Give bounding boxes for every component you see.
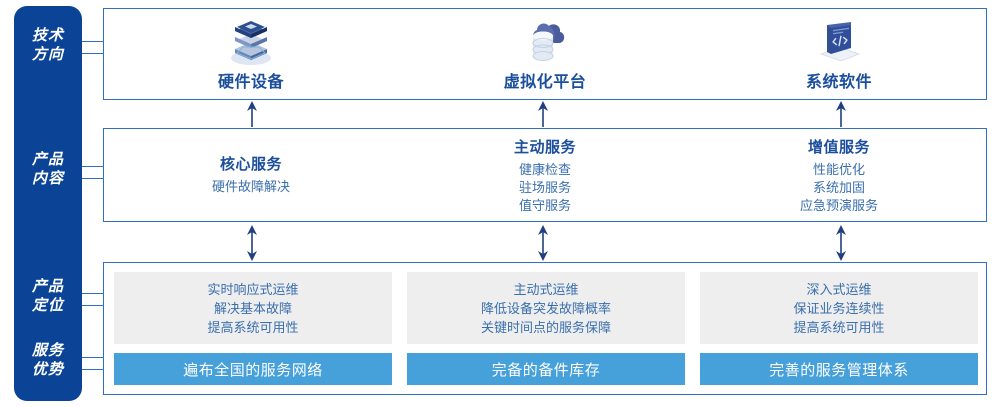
content-column-proactive-service[interactable]: 主动服务 健康检查 驻场服务 值守服务 <box>398 129 692 221</box>
arrow-up-down-icon <box>244 224 260 262</box>
content-item: 硬件故障解决 <box>211 179 290 194</box>
content-item: 性能优化 <box>812 162 865 177</box>
rail-label-product-position: 产品 定位 <box>14 277 82 315</box>
tech-direction-group: 硬件设备 虚拟化平台 <box>103 8 987 100</box>
tech-column-title: 系统软件 <box>805 74 872 91</box>
product-content-group: 核心服务 硬件故障解决 主动服务 健康检查 驻场服务 值守服务 增值服务 性能优… <box>103 128 987 222</box>
advantage-bar[interactable]: 完备的备件库存 <box>407 353 685 385</box>
server-stack-icon <box>221 16 281 66</box>
rail-label-tech-direction: 技术 方向 <box>14 26 82 64</box>
product-position-advantage-group: 实时响应式运维 解决基本故障 提高系统可用性 遍布全国的服务网络 主动式运维 降… <box>103 262 987 395</box>
tech-column-title: 虚拟化平台 <box>503 74 587 91</box>
advantage-bar[interactable]: 遍布全国的服务网络 <box>114 353 392 385</box>
tech-column-system-software[interactable]: 系统软件 <box>692 9 986 99</box>
rail-label-line2: 内容 <box>31 170 64 187</box>
advantage-bar[interactable]: 完善的服务管理体系 <box>700 353 978 385</box>
content-item: 值守服务 <box>518 198 571 213</box>
connector-line-service-advantage <box>82 357 104 370</box>
arrow-up-icon <box>833 100 849 128</box>
content-item: 系统加固 <box>812 180 865 195</box>
position-item: 降低设备突发故障概率 <box>480 300 611 316</box>
rail-label-line1: 产品 <box>31 278 64 295</box>
content-item: 应急预演服务 <box>799 198 878 213</box>
laptop-code-icon <box>809 16 869 66</box>
position-item: 关键时间点的服务保障 <box>480 319 611 335</box>
bottom-column-2: 主动式运维 降低设备突发故障概率 关键时间点的服务保障 完备的备件库存 <box>407 272 685 387</box>
connector-line-product-content <box>82 166 104 179</box>
content-item: 健康检查 <box>518 162 571 177</box>
rail-label-line1: 服务 <box>31 342 64 359</box>
rail-label-line1: 技术 <box>31 27 64 44</box>
rail-label-line2: 定位 <box>31 297 64 314</box>
position-item: 主动式运维 <box>513 281 579 297</box>
position-item: 深入式运维 <box>806 281 872 297</box>
content-column-core-service[interactable]: 核心服务 硬件故障解决 <box>104 129 398 221</box>
arrow-up-down-icon <box>833 224 849 262</box>
rail-label-line2: 优势 <box>31 361 64 378</box>
tech-column-title: 硬件设备 <box>217 74 284 91</box>
rail-label-line1: 产品 <box>31 151 64 168</box>
position-item: 提高系统可用性 <box>793 319 885 335</box>
bottom-column-1: 实时响应式运维 解决基本故障 提高系统可用性 遍布全国的服务网络 <box>114 272 392 387</box>
content-item: 驻场服务 <box>518 180 571 195</box>
arrow-up-down-icon <box>535 224 551 262</box>
arrow-up-icon <box>535 100 551 128</box>
position-box[interactable]: 实时响应式运维 解决基本故障 提高系统可用性 <box>114 272 392 344</box>
position-item: 提高系统可用性 <box>207 319 299 335</box>
bottom-column-3: 深入式运维 保证业务连续性 提高系统可用性 完善的服务管理体系 <box>700 272 978 387</box>
position-box[interactable]: 主动式运维 降低设备突发故障概率 关键时间点的服务保障 <box>407 272 685 344</box>
arrow-up-icon <box>244 100 260 128</box>
position-box[interactable]: 深入式运维 保证业务连续性 提高系统可用性 <box>700 272 978 344</box>
content-column-title: 增值服务 <box>807 139 870 156</box>
content-column-title: 主动服务 <box>513 139 576 156</box>
tech-column-hardware[interactable]: 硬件设备 <box>104 9 398 99</box>
rail-label-service-advantage: 服务 优势 <box>14 341 82 379</box>
rail-label-product-content: 产品 内容 <box>14 150 82 188</box>
content-column-value-added-service[interactable]: 增值服务 性能优化 系统加固 应急预演服务 <box>692 129 986 221</box>
cloud-database-icon <box>515 16 575 66</box>
category-rail <box>14 6 82 401</box>
position-item: 解决基本故障 <box>213 300 292 316</box>
content-column-title: 核心服务 <box>219 156 282 173</box>
position-item: 保证业务连续性 <box>793 300 885 316</box>
connector-line-tech-direction <box>82 41 104 54</box>
tech-column-virtualization[interactable]: 虚拟化平台 <box>398 9 692 99</box>
position-item: 实时响应式运维 <box>207 281 299 297</box>
connector-line-product-position <box>82 293 104 306</box>
rail-label-line2: 方向 <box>31 46 64 63</box>
